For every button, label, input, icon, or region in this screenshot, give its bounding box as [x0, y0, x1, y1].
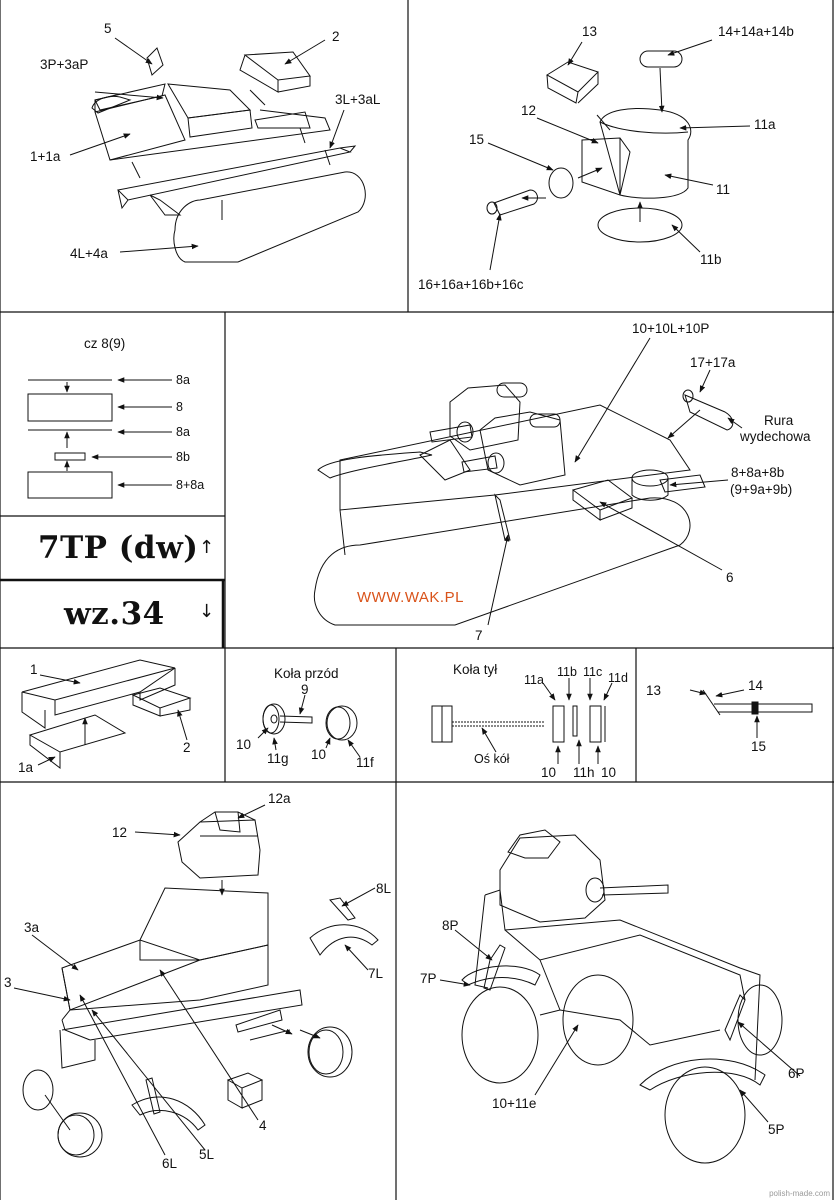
website-url: WWW.WAK.PL	[357, 589, 464, 606]
label-part-3p-3ap: 3P+3aP	[40, 57, 89, 72]
label-part-10-front-right: 10	[311, 747, 327, 762]
panel5-drawing	[21, 659, 192, 770]
label-part-5: 5	[104, 21, 112, 36]
panel3-drawing	[27, 377, 172, 499]
label-part-8l: 8L	[376, 881, 392, 896]
label-part-10-11e: 10+11e	[492, 1096, 537, 1111]
panel9-drawing	[13, 804, 379, 1158]
label-part-9: (9+9a+9b)	[730, 482, 793, 497]
label-part-8p: 8P	[442, 918, 459, 933]
panel1-drawing	[69, 37, 366, 263]
label-part-10-rear-right: 10	[601, 765, 617, 780]
label-part-8b: 8b	[176, 450, 190, 464]
label-part-6l: 6L	[162, 1156, 178, 1171]
label-part-12-car: 12	[112, 825, 128, 840]
label-part-11f: 11f	[356, 755, 374, 770]
label-part-6: 6	[726, 570, 734, 585]
label-part-8: 8	[176, 400, 183, 414]
label-part-15: 15	[469, 132, 485, 147]
label-part-7p: 7P	[420, 971, 437, 986]
label-part-7l: 7L	[368, 966, 384, 981]
panel6-title: Koła przód	[274, 666, 339, 681]
label-part-11b: 11b	[700, 252, 722, 267]
label-part-1: 1	[30, 662, 38, 677]
label-part-1a: 1a	[18, 760, 34, 775]
label-axle: Oś kół	[474, 752, 510, 766]
label-part-11a: 11a	[754, 117, 776, 132]
label-part-11g: 11g	[267, 751, 289, 766]
label-part-14-small: 14	[748, 678, 764, 693]
label-part-6p: 6P	[788, 1066, 805, 1081]
label-part-4: 4	[259, 1118, 267, 1133]
label-part-17: 17+17a	[690, 355, 736, 370]
label-part-9-axle: 9	[301, 682, 309, 697]
down-arrow-icon: ↓	[199, 601, 215, 622]
label-part-11c: 11c	[583, 665, 603, 679]
label-part-11d: 11d	[608, 671, 628, 685]
label-part-15-small: 15	[751, 739, 767, 754]
label-part-13-small: 13	[646, 683, 662, 698]
panel6-drawing	[257, 694, 361, 758]
label-part-11b-rear: 11b	[557, 665, 577, 679]
model-name: 7TP (dw)	[38, 530, 199, 566]
label-part-10-front-left: 10	[236, 737, 252, 752]
label-part-12: 12	[521, 103, 537, 118]
label-part-2: 2	[332, 29, 340, 44]
model-subtitle: wz.34	[64, 596, 165, 632]
label-part-10: 10+10L+10P	[632, 321, 710, 336]
label-part-14: 14+14a+14b	[718, 24, 794, 39]
label-part-8a-top: 8a	[176, 373, 190, 387]
label-part-2-small: 2	[183, 740, 191, 755]
label-part-12a: 12a	[268, 791, 291, 806]
label-part-11: 11	[716, 182, 731, 197]
label-part-16: 16+16a+16b+16c	[418, 277, 524, 292]
label-part-4l-4a: 4L+4a	[70, 246, 108, 261]
panel3-title: cz 8(9)	[84, 336, 126, 351]
credit-watermark: polish-made.com	[769, 1189, 830, 1198]
panel7-drawing	[431, 678, 613, 764]
label-part-1-1a: 1+1a	[30, 149, 61, 164]
label-part-5p: 5P	[768, 1122, 785, 1137]
label-part-3l-3al: 3L+3aL	[335, 92, 381, 107]
label-part-8-8a: 8+8a	[176, 478, 205, 492]
label-part-10-rear-left: 10	[541, 765, 557, 780]
panel8-drawing	[689, 689, 813, 738]
label-part-13: 13	[582, 24, 598, 39]
up-arrow-icon: ↑	[199, 537, 215, 558]
label-part-11a-rear: 11a	[524, 673, 544, 687]
panel2-drawing	[486, 39, 751, 271]
label-part-7: 7	[475, 628, 483, 643]
label-part-3: 3	[4, 975, 12, 990]
panel10-drawing	[439, 829, 801, 1164]
label-part-8-8a-8b: 8+8a+8b	[731, 465, 785, 480]
label-part-8a-bottom: 8a	[176, 425, 190, 439]
label-wydechowa: wydechowa	[740, 429, 811, 444]
label-rura: Rura	[764, 413, 794, 428]
panel4-drawing	[313, 337, 743, 626]
label-part-3a: 3a	[24, 920, 40, 935]
panel7-title: Koła tył	[453, 662, 498, 677]
label-part-11h: 11h	[573, 765, 595, 780]
label-part-5l: 5L	[199, 1147, 215, 1162]
